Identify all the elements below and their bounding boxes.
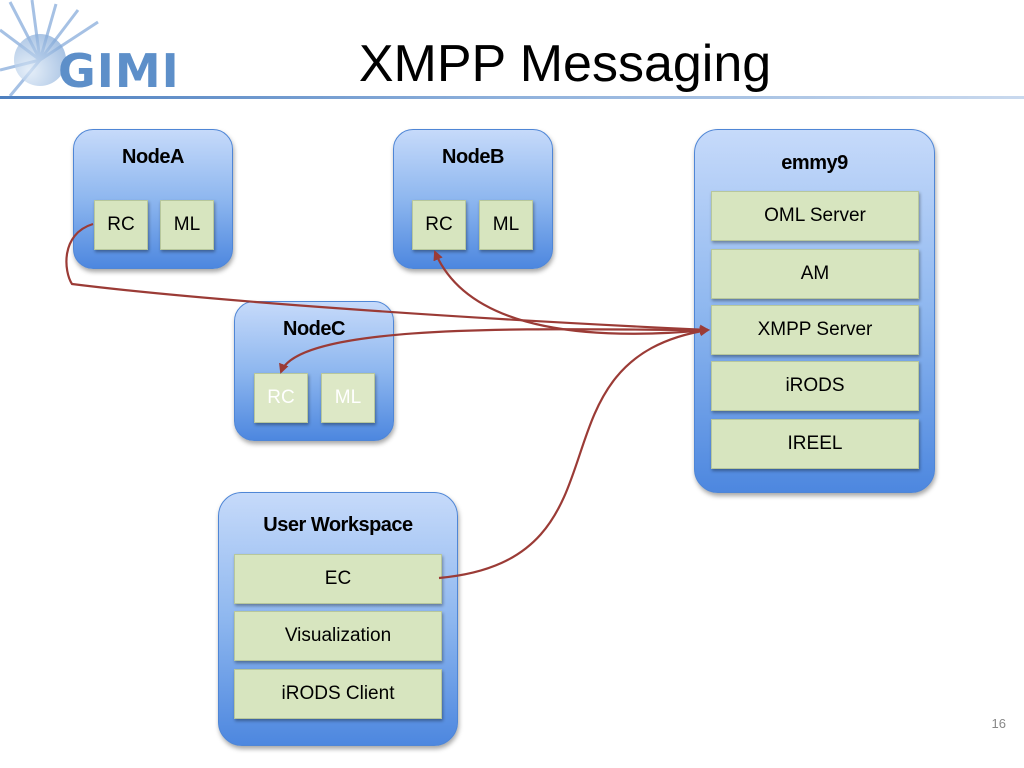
workspace-box: User Workspace EC Visualization iRODS Cl… [218, 492, 458, 746]
node-c-box: NodeC RC ML [234, 301, 394, 441]
node-b-ml: ML [479, 200, 533, 250]
node-b-rc: RC [412, 200, 466, 250]
emmy9-irods: iRODS [711, 361, 919, 411]
node-a-box: NodeA RC ML [73, 129, 233, 269]
arrow-xmpp-to-nodeb [433, 250, 709, 335]
workspace-irods-client: iRODS Client [234, 669, 442, 719]
workspace-title: User Workspace [263, 514, 413, 536]
emmy9-title: emmy9 [781, 152, 848, 174]
emmy9-am: AM [711, 249, 919, 299]
gimi-logo: GIMI [0, 0, 200, 100]
arrow-nodea-to-xmpp [65, 222, 710, 335]
node-c-title: NodeC [283, 318, 345, 340]
workspace-visualization: Visualization [234, 611, 442, 661]
node-a-ml: ML [160, 200, 214, 250]
node-c-ml: ML [321, 373, 375, 423]
logo-text: GIMI [58, 44, 180, 98]
node-b-box: NodeB RC ML [393, 129, 553, 269]
workspace-ec: EC [234, 554, 442, 604]
page-number: 16 [991, 716, 1006, 731]
node-a-rc: RC [94, 200, 148, 250]
emmy9-box: emmy9 OML Server AM XMPP Server iRODS IR… [694, 129, 935, 493]
arrow-ec-to-xmpp [438, 326, 710, 580]
title-divider [0, 96, 1024, 99]
node-b-title: NodeB [442, 146, 504, 168]
logo-burst-icon [0, 0, 99, 97]
arrow-xmpp-to-nodec [279, 328, 709, 374]
node-a-title: NodeA [122, 146, 184, 168]
emmy9-xmpp-server: XMPP Server [711, 305, 919, 355]
emmy9-oml-server: OML Server [711, 191, 919, 241]
emmy9-ireel: IREEL [711, 419, 919, 469]
slide-title: XMPP Messaging [358, 35, 772, 93]
